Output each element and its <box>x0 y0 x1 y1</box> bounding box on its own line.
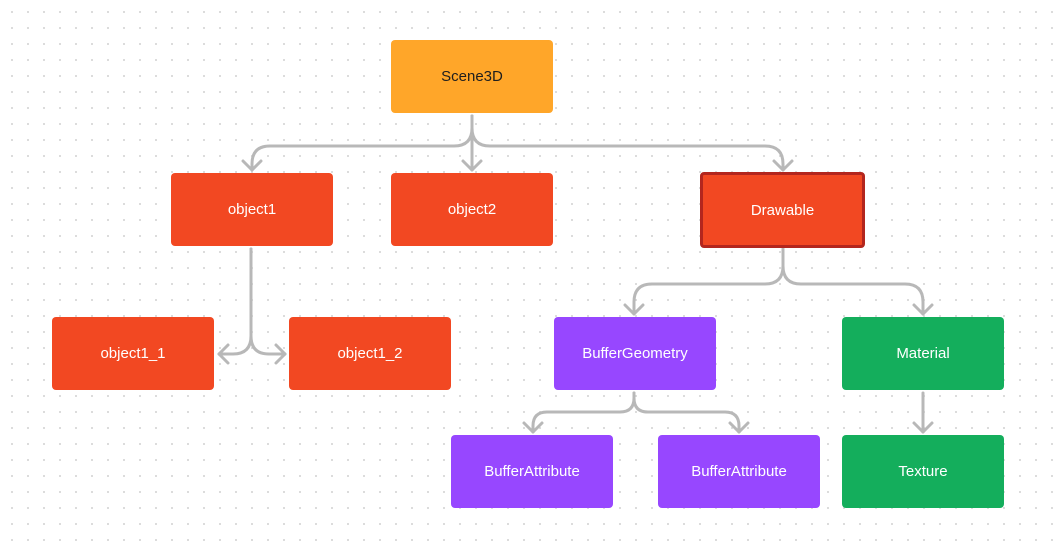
edge-scene3d-drawable <box>470 114 785 172</box>
edge-scene3d-object1 <box>250 114 474 172</box>
edge-drawable-buffer-geometry-arrowhead <box>623 303 645 316</box>
node-drawable[interactable]: Drawable <box>700 172 865 248</box>
node-label: object1 <box>227 201 277 218</box>
edge-buffer-geometry-attribute-2-arrowhead <box>728 421 750 434</box>
node-label: BufferAttribute <box>484 463 580 480</box>
node-label: object1_1 <box>100 345 166 362</box>
node-label: Scene3D <box>441 68 503 85</box>
node-material[interactable]: Material <box>842 317 1004 390</box>
node-object2[interactable]: object2 <box>391 173 553 246</box>
node-buffer-geometry[interactable]: BufferGeometry <box>554 317 716 390</box>
edge-scene3d-drawable-arrowhead <box>772 159 794 172</box>
node-label: BufferAttribute <box>691 463 787 480</box>
edge-drawable-buffer-geometry <box>632 247 785 316</box>
edge-buffer-geometry-attribute-1 <box>531 391 636 434</box>
node-label: object2 <box>447 201 497 218</box>
edge-material-texture-arrowhead <box>912 421 934 434</box>
edge-buffer-geometry-attribute-1-arrowhead <box>522 421 544 434</box>
node-scene3d[interactable]: Scene3D <box>391 40 553 113</box>
node-object1[interactable]: object1 <box>171 173 333 246</box>
node-label: BufferGeometry <box>582 345 688 362</box>
node-object1_1[interactable]: object1_1 <box>52 317 214 390</box>
node-buffer-attribute-2[interactable]: BufferAttribute <box>658 435 820 508</box>
edge-scene3d-object1-arrowhead <box>241 159 263 172</box>
node-label: Drawable <box>750 201 815 219</box>
edge-scene3d-object2-arrowhead <box>461 159 483 172</box>
node-buffer-attribute-1[interactable]: BufferAttribute <box>451 435 613 508</box>
edge-object1-object1_2-arrowhead <box>274 343 287 365</box>
edge-object1-object1_2 <box>249 247 287 356</box>
edge-drawable-material-arrowhead <box>912 303 934 316</box>
node-label: Material <box>896 345 950 362</box>
node-label: object1_2 <box>337 345 403 362</box>
edge-object1-object1_1-arrowhead <box>217 343 230 365</box>
edge-drawable-material <box>781 247 925 316</box>
node-texture[interactable]: Texture <box>842 435 1004 508</box>
node-object1_2[interactable]: object1_2 <box>289 317 451 390</box>
edge-buffer-geometry-attribute-2 <box>632 391 741 434</box>
node-label: Texture <box>898 463 948 480</box>
edge-object1-object1_1 <box>217 247 253 356</box>
